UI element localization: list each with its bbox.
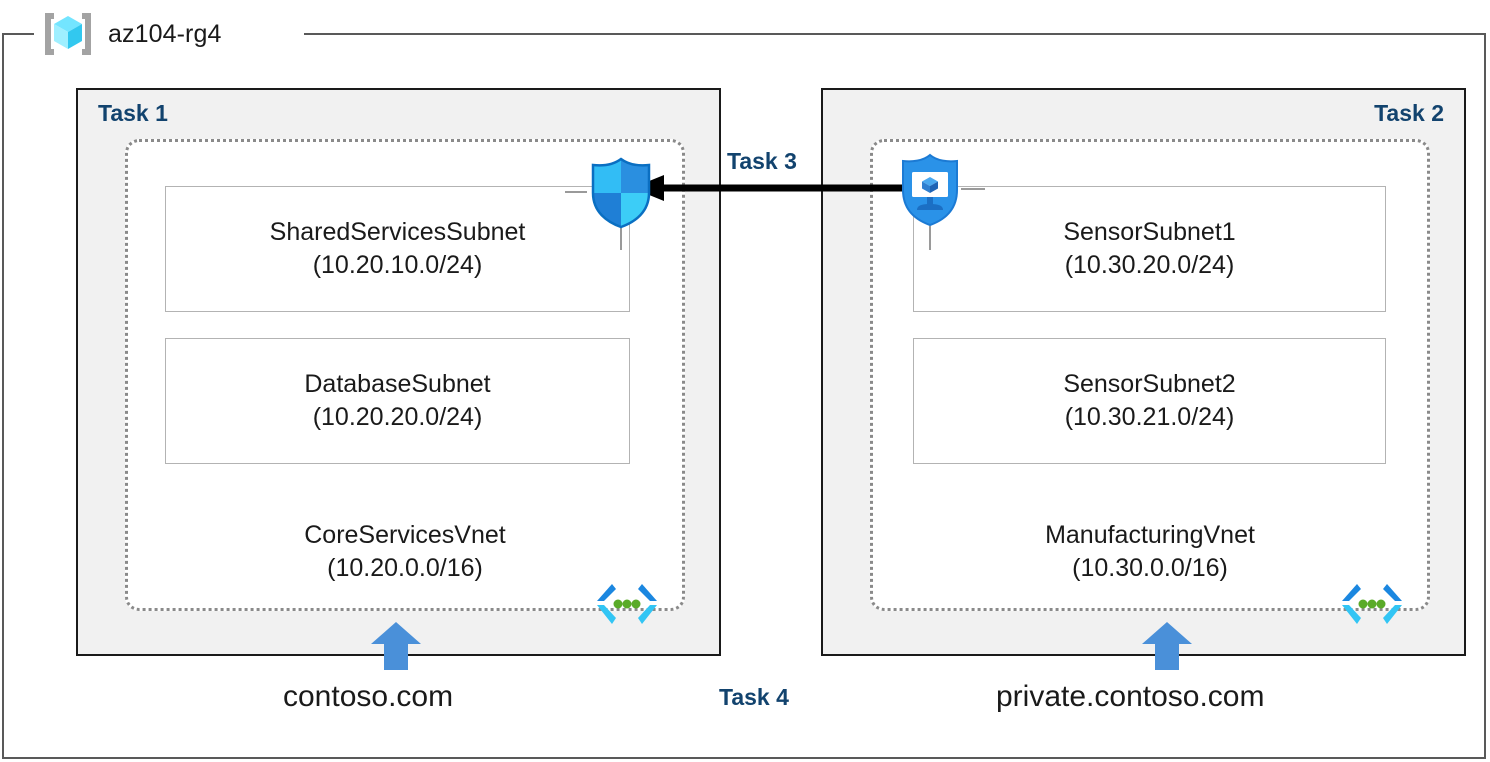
dns-zone-label-contoso: contoso.com	[283, 680, 454, 713]
task-3-label: Task 3	[721, 148, 803, 175]
task-3-connection-arrow	[630, 172, 920, 204]
virtual-network-icon	[1339, 582, 1405, 626]
vnet-coreservices-name: CoreServicesVnet	[304, 521, 506, 549]
vnet-coreservices-cidr: (10.20.0.0/16)	[327, 554, 483, 583]
resource-group-cube-icon	[40, 9, 96, 59]
subnet-sensor2-name: SensorSubnet2	[1063, 369, 1236, 398]
vnet-manufacturing-name: ManufacturingVnet	[1045, 521, 1255, 549]
vnet-manufacturing-caption: ManufacturingVnet (10.30.0.0/16)	[873, 519, 1427, 586]
nsg-stub-left	[565, 191, 587, 193]
subnet-sensor1-cidr: (10.30.20.0/24)	[1064, 251, 1235, 279]
vnet-manufacturing-cidr: (10.30.0.0/16)	[1072, 554, 1228, 583]
nsg-stub-down	[620, 228, 622, 250]
vm-stub-right	[961, 188, 985, 190]
task-4-label: Task 4	[719, 684, 789, 710]
subnet-database-cidr: (10.20.20.0/24)	[312, 403, 483, 431]
defender-vm-shield-icon	[897, 152, 963, 228]
dns-zone-label-private-contoso: private.contoso.com	[996, 680, 1265, 713]
resource-group-name: az104-rg4	[108, 19, 222, 48]
subnet-sharedservices-name: SharedServicesSubnet	[269, 217, 526, 246]
up-arrow-icon	[369, 620, 423, 670]
resource-group-header: az104-rg4	[40, 8, 221, 60]
subnet-database: DatabaseSubnet (10.20.20.0/24)	[165, 338, 630, 464]
subnet-sharedservices: SharedServicesSubnet (10.20.10.0/24)	[165, 186, 630, 312]
vnet-coreservices-caption: CoreServicesVnet (10.20.0.0/16)	[128, 519, 682, 586]
task-1-label: Task 1	[98, 100, 168, 126]
vm-stub-down	[929, 226, 931, 250]
network-security-group-shield-icon	[585, 156, 657, 230]
up-arrow-icon	[1140, 620, 1194, 670]
subnet-database-name: DatabaseSubnet	[304, 369, 491, 398]
subnet-sharedservices-cidr: (10.20.10.0/24)	[312, 251, 483, 279]
task-2-label: Task 2	[1374, 100, 1444, 126]
resource-group-frame	[2, 33, 1486, 759]
subnet-sensor1-name: SensorSubnet1	[1063, 217, 1236, 246]
virtual-network-icon	[594, 582, 660, 626]
subnet-sensor1: SensorSubnet1 (10.30.20.0/24)	[913, 186, 1386, 312]
subnet-sensor2: SensorSubnet2 (10.30.21.0/24)	[913, 338, 1386, 464]
subnet-sensor2-cidr: (10.30.21.0/24)	[1064, 403, 1235, 431]
